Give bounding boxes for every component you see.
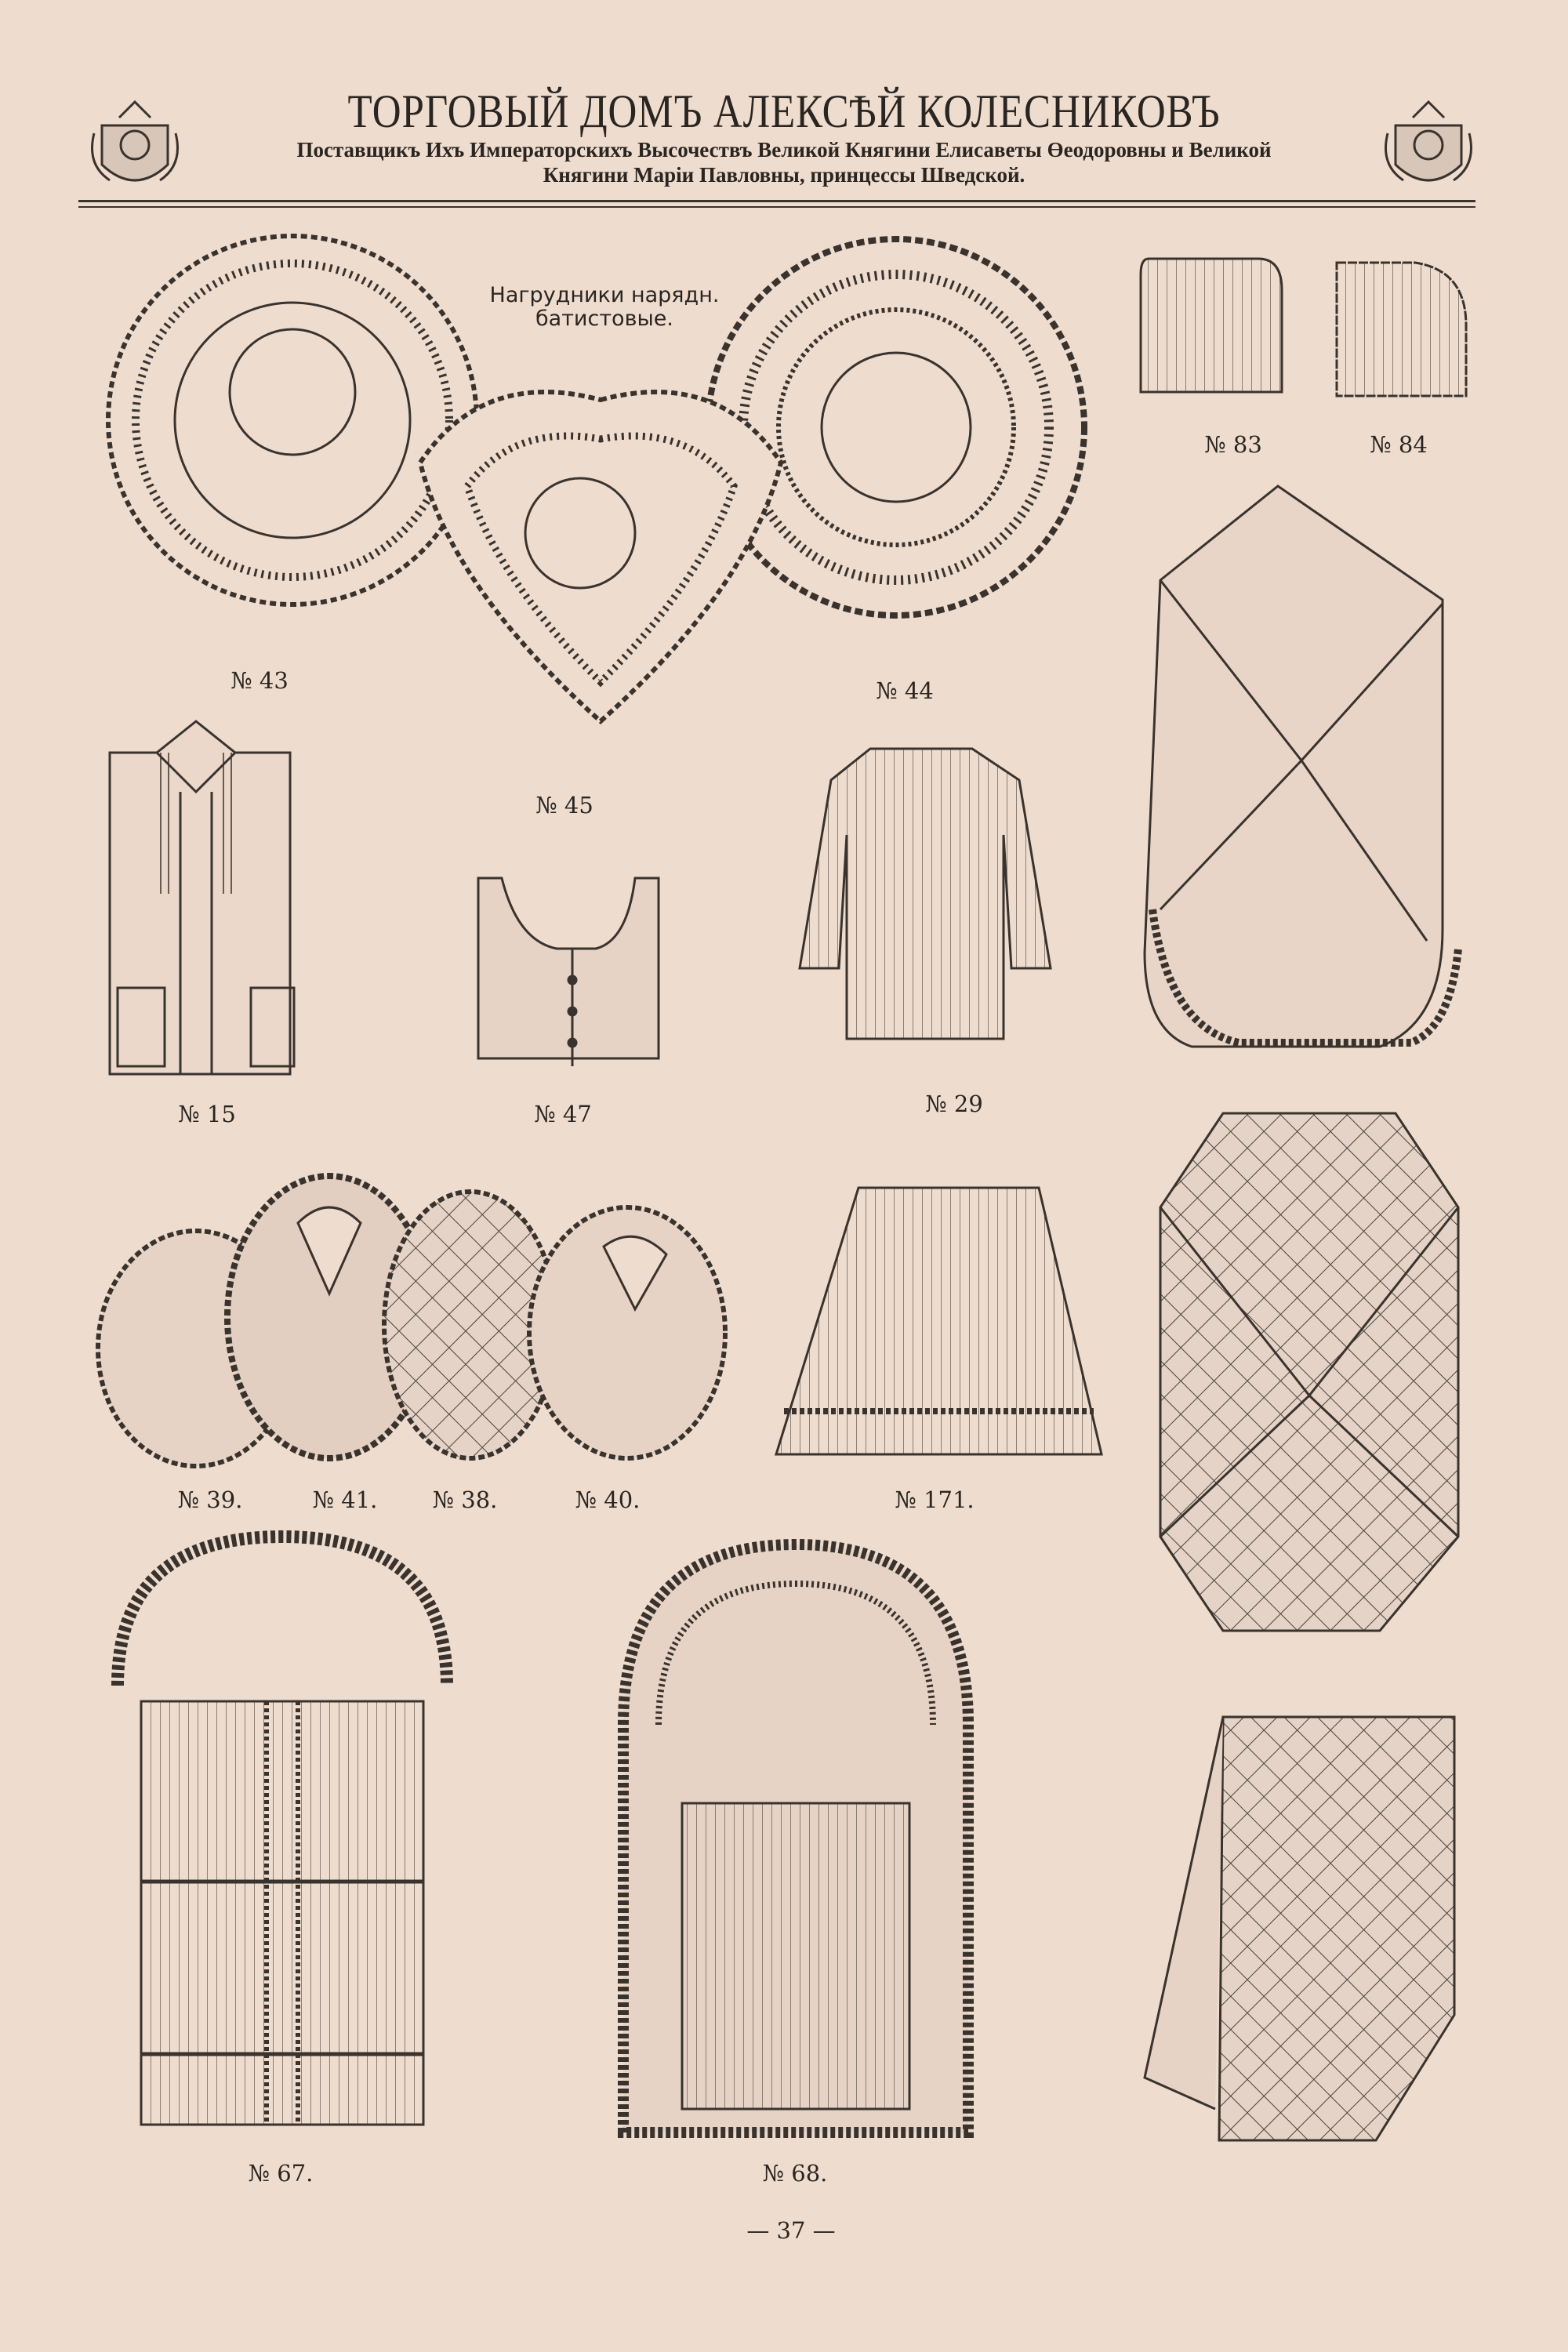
bib-45-illustration: [417, 390, 784, 725]
baby-carrier-68-illustration: [618, 1538, 974, 2138]
item-label-40: № 40.: [575, 1486, 641, 1513]
item-label-68: № 68.: [762, 2160, 828, 2187]
item-label-44: № 44: [876, 677, 934, 704]
supplier-subtitle-line1: Поставщикъ Ихъ Императорскихъ Высочествъ…: [296, 138, 1272, 162]
caption-line2: батистовые.: [535, 307, 673, 331]
item-label-84: № 84: [1370, 431, 1428, 458]
item-label-29: № 29: [925, 1091, 983, 1117]
header-rule-bottom: [78, 206, 1475, 208]
company-title: ТОРГОВЫЙ ДОМЪ АЛЕКСѢЙ КОЛЕСНИКОВЪ: [347, 85, 1221, 137]
item-label-67: № 67.: [248, 2160, 314, 2187]
baby-carrier-67-illustration: [111, 1530, 453, 2126]
skirt-171-illustration: [774, 1186, 1103, 1456]
shirt-15-illustration: [108, 720, 296, 1076]
caption-line1: Нагрудники нарядн.: [489, 283, 720, 307]
item-label-171: № 171.: [895, 1486, 975, 1513]
item-label-43: № 43: [230, 667, 289, 694]
swaddle-envelope-illustration: [1143, 485, 1462, 1048]
item-label-15: № 15: [178, 1101, 236, 1127]
item-label-41: № 41.: [312, 1486, 378, 1513]
page-number: — 37 —: [746, 2217, 836, 2244]
item-label-45: № 45: [535, 792, 593, 818]
bonnet-83-illustration: [1139, 257, 1283, 394]
imperial-crest-icon-right: [1385, 100, 1472, 182]
bibs-39-41-38-40-illustration: [96, 1173, 728, 1468]
bonnet-84-illustration: [1335, 261, 1468, 397]
item-label-47: № 47: [534, 1101, 592, 1127]
bodice-47-illustration: [477, 877, 660, 1066]
supplier-subtitle-line2: Княгини Маріи Павловны, принцессы Шведск…: [543, 163, 1025, 187]
bib-44-illustration: [705, 236, 1087, 619]
quilted-envelope-illustration: [1159, 1112, 1460, 1632]
shirt-29-illustration: [798, 747, 1052, 1040]
bib-43-illustration: [106, 234, 479, 607]
item-label-39: № 39.: [177, 1486, 243, 1513]
item-label-83: № 83: [1204, 431, 1262, 458]
item-label-38: № 38.: [432, 1486, 498, 1513]
header-rule-top: [78, 200, 1475, 202]
quilted-blanket-illustration: [1143, 1715, 1456, 2142]
imperial-crest-icon-left: [91, 100, 179, 182]
bibs-caption: Нагрудники нарядн. батистовые.: [463, 284, 746, 331]
